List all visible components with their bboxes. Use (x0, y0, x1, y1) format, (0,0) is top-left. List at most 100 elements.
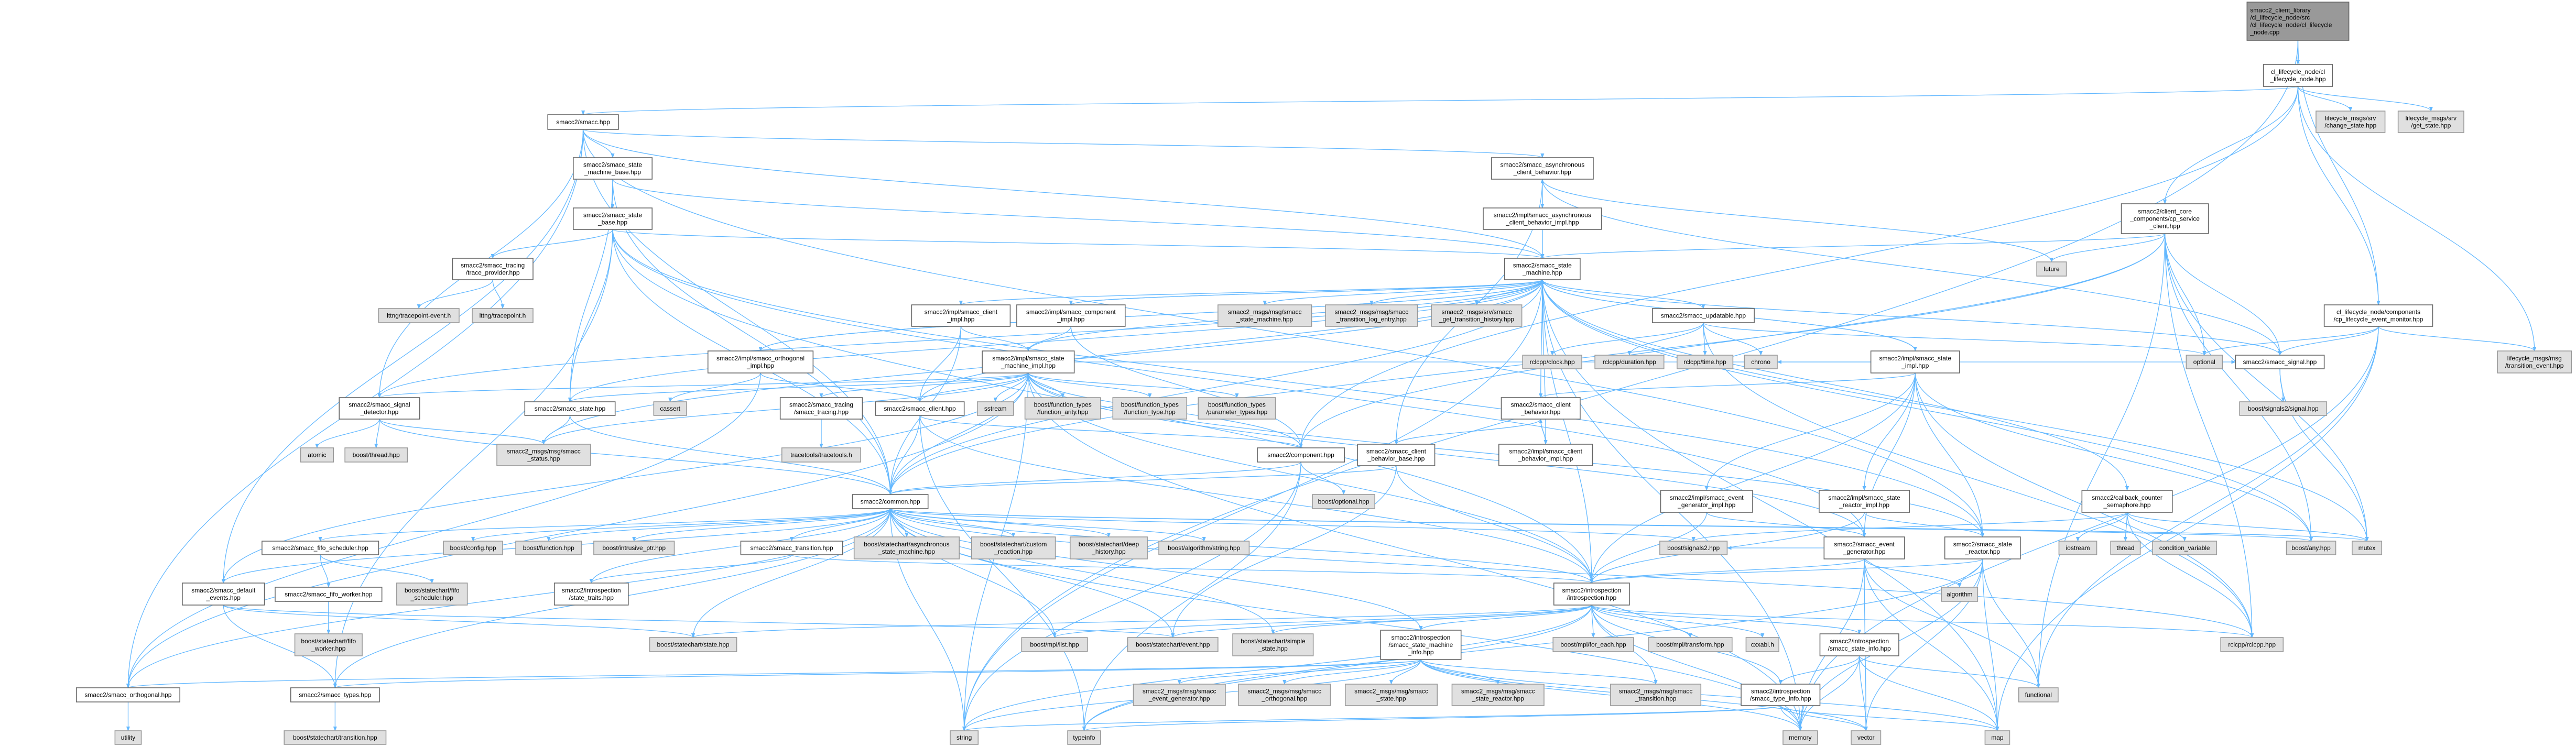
node-box[interactable] (1232, 633, 1314, 656)
node-box[interactable] (1257, 447, 1345, 463)
graph-node-optional[interactable]: optional (2186, 355, 2223, 369)
node-box[interactable] (2497, 350, 2572, 374)
node-box[interactable] (1198, 397, 1276, 420)
node-box[interactable] (1941, 587, 1979, 602)
node-box[interactable] (1325, 304, 1418, 327)
node-box[interactable] (75, 687, 180, 702)
graph-node-btrans[interactable]: boost/statechart/transition.hpp (284, 730, 387, 745)
node-box[interactable] (472, 308, 534, 323)
graph-node-cbc[interactable]: smacc2/callback_counter_semaphore.hpp (2081, 490, 2173, 513)
node-box[interactable] (1610, 684, 1702, 706)
graph-node-foreach[interactable]: boost/mpl/for_each.hpp (1552, 637, 1634, 652)
node-box[interactable] (290, 687, 380, 702)
graph-node-chst[interactable]: lifecycle_msgs/srv/change_state.hpp (2316, 111, 2386, 133)
node-box[interactable] (1745, 637, 1779, 652)
node-box[interactable] (852, 494, 929, 509)
node-box[interactable] (1552, 637, 1634, 652)
graph-node-tracetools[interactable]: tracetools/tracetools.h (781, 447, 862, 463)
node-box[interactable] (300, 447, 334, 463)
node-box[interactable] (2323, 304, 2433, 327)
node-box[interactable] (339, 397, 420, 420)
graph-node-client_impl[interactable]: smacc2/impl/smacc_client_impl.hpp (911, 304, 1011, 327)
node-box[interactable] (950, 730, 979, 745)
graph-node-algorithm[interactable]: algorithm (1941, 587, 1979, 602)
node-box[interactable] (1067, 730, 1101, 745)
node-box[interactable] (524, 401, 616, 416)
node-box[interactable] (1344, 684, 1438, 706)
node-box[interactable] (2018, 687, 2059, 702)
graph-node-root[interactable]: smacc2_client_library/cl_lifecycle_node/… (2246, 2, 2350, 41)
node-box[interactable] (182, 583, 265, 606)
node-box[interactable] (911, 304, 1011, 327)
node-box[interactable] (572, 207, 653, 230)
graph-node-cb[interactable]: smacc2/smacc_client_behavior.hpp (1501, 397, 1581, 420)
node-box[interactable] (1070, 536, 1148, 559)
graph-node-simple[interactable]: boost/statechart/simple_state.hpp (1232, 633, 1314, 656)
graph-node-types[interactable]: smacc2/smacc_types.hpp (290, 687, 380, 702)
graph-node-cb_base[interactable]: smacc2/smacc_client_behavior_base.hpp (1357, 444, 1436, 466)
node-box[interactable] (572, 157, 653, 180)
node-box[interactable] (114, 730, 142, 745)
graph-node-cpsc[interactable]: smacc2/client_core_components/cp_service… (2121, 203, 2209, 234)
graph-node-m_tr[interactable]: smacc2_msgs/msg/smacc_transition.hpp (1610, 684, 1702, 706)
node-box[interactable] (344, 447, 408, 463)
graph-node-orth_impl[interactable]: smacc2/impl/smacc_orthogonal_impl.hpp (707, 350, 814, 374)
graph-node-async_sm[interactable]: boost/statechart/asynchronous_state_mach… (853, 536, 960, 559)
graph-node-condvar[interactable]: condition_variable (2152, 541, 2218, 555)
node-box[interactable] (1659, 541, 1728, 555)
node-box[interactable] (2121, 203, 2209, 234)
node-box[interactable] (2352, 541, 2383, 555)
graph-node-transition[interactable]: smacc2/smacc_transition.hpp (740, 541, 843, 555)
node-box[interactable] (1504, 258, 1581, 280)
graph-node-eg[interactable]: smacc2/smacc_event_generator.hpp (1823, 536, 1905, 559)
graph-node-duration[interactable]: rclcpp/duration.hpp (1594, 355, 1665, 369)
graph-node-rclcpp[interactable]: rclcpp/rclcpp.hpp (2220, 637, 2284, 652)
graph-node-mutex[interactable]: mutex (2352, 541, 2383, 555)
node-box[interactable] (653, 401, 687, 416)
node-box[interactable] (2316, 111, 2386, 133)
node-box[interactable] (1944, 536, 2021, 559)
graph-node-tracing[interactable]: smacc2/smacc_tracing/smacc_tracing.hpp (779, 397, 863, 420)
graph-node-bfifo_worker[interactable]: boost/statechart/fifo_worker.hpp (294, 633, 363, 656)
graph-node-utility[interactable]: utility (114, 730, 142, 745)
node-box[interactable] (2246, 2, 2350, 41)
node-box[interactable] (1483, 207, 1602, 230)
graph-node-fn_arity[interactable]: boost/function_types/function_arity.hpp (1024, 397, 1101, 420)
graph-node-lttng[interactable]: lttng/tracepoint.h (472, 308, 534, 323)
graph-node-srv_gth[interactable]: smacc2_msgs/srv/smacc_get_transition_his… (1431, 304, 1523, 327)
graph-node-fifo_sched[interactable]: smacc2/smacc_fifo_scheduler.hpp (262, 541, 379, 555)
graph-node-typeinfo[interactable]: typeinfo (1067, 730, 1101, 745)
node-box[interactable] (2235, 355, 2325, 369)
graph-node-intrusive[interactable]: boost/intrusive_ptr.hpp (593, 541, 675, 555)
graph-node-sb[interactable]: smacc2/smacc_state_base.hpp (572, 207, 653, 230)
graph-node-sr_impl[interactable]: smacc2/impl/smacc_state_reactor_impl.hpp (1819, 490, 1910, 513)
graph-node-introspection[interactable]: smacc2/introspection/introspection.hpp (1553, 583, 1630, 606)
graph-node-custom[interactable]: boost/statechart/custom_reaction.hpp (971, 536, 1056, 559)
graph-node-cxxabi[interactable]: cxxabi.h (1745, 637, 1779, 652)
graph-node-sig2sig[interactable]: boost/signals2/signal.hpp (2239, 401, 2328, 416)
graph-node-client[interactable]: smacc2/smacc_client.hpp (875, 401, 965, 416)
node-box[interactable] (982, 350, 1075, 374)
node-box[interactable] (2220, 637, 2284, 652)
graph-node-state_info[interactable]: smacc2/introspection/smacc_state_info.hp… (1819, 633, 1899, 656)
graph-node-common[interactable]: smacc2/common.hpp (852, 494, 929, 509)
node-box[interactable] (1677, 355, 1734, 369)
graph-node-sr[interactable]: smacc2/smacc_state_reactor.hpp (1944, 536, 2021, 559)
node-box[interactable] (1652, 308, 1755, 323)
node-box[interactable] (1744, 355, 1778, 369)
graph-node-cassert[interactable]: cassert (653, 401, 687, 416)
graph-node-smacc[interactable]: smacc2/smacc.hpp (547, 114, 619, 130)
graph-node-clock[interactable]: rclcpp/clock.hpp (1522, 355, 1582, 369)
graph-node-map[interactable]: map (1984, 730, 2010, 745)
node-box[interactable] (2081, 490, 2173, 513)
node-box[interactable] (547, 114, 619, 130)
node-box[interactable] (1451, 684, 1545, 706)
graph-node-sm_info[interactable]: smacc2/introspection/smacc_state_machine… (1380, 630, 1462, 660)
graph-node-fn_type[interactable]: boost/function_types/function_type.hpp (1112, 397, 1188, 420)
node-box[interactable] (2110, 541, 2141, 555)
node-box[interactable] (515, 541, 582, 555)
graph-node-msg_sm[interactable]: smacc2_msgs/msg/smacc_state_machine.hpp (1218, 304, 1312, 327)
graph-node-function[interactable]: boost/function.hpp (515, 541, 582, 555)
node-box[interactable] (1660, 490, 1753, 513)
graph-node-state_traits[interactable]: smacc2/introspection/state_traits.hpp (553, 583, 629, 606)
